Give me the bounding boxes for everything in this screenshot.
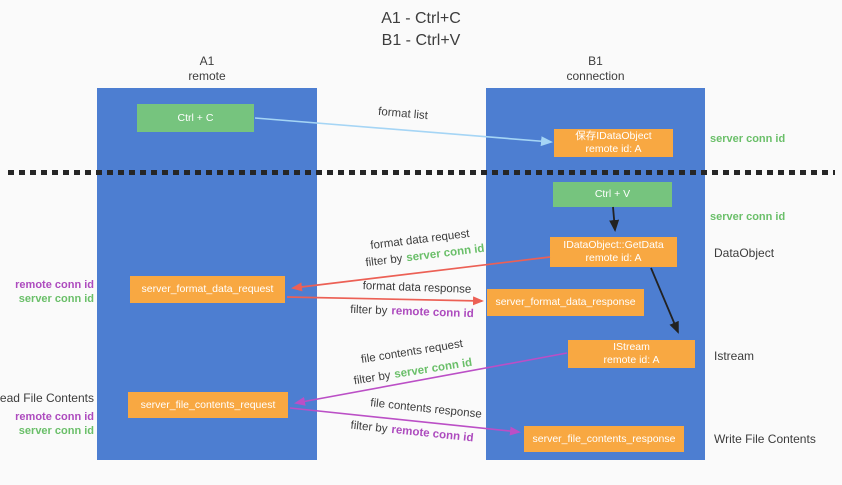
node-save-idataobject-line1: 保存IDataObject: [575, 130, 652, 142]
lane-a1-subtitle: remote: [188, 69, 226, 83]
label-format-list: format list: [377, 105, 429, 123]
label-server-conn-id-right-mid: server conn id: [710, 211, 786, 223]
label-server-conn-id-left-1: server conn id: [18, 293, 94, 305]
server-conn-id-text: server conn id: [393, 356, 474, 381]
lane-header-a1: A1 remote: [97, 54, 317, 84]
node-istream-line2: remote id: A: [603, 354, 660, 366]
filter-by-text: filter by: [349, 419, 389, 436]
node-server-format-data-response: server_format_data_response: [487, 289, 644, 316]
lane-a1-name: A1: [199, 54, 215, 68]
filter-by-text: filter by: [352, 369, 392, 388]
node-save-idataobject: 保存IDataObject remote id: A: [554, 129, 673, 157]
dotted-divider: [8, 170, 835, 175]
label-istream: Istream: [714, 349, 755, 363]
node-server-file-contents-request: server_file_contents_request: [128, 392, 288, 418]
node-server-format-data-request: server_format_data_request: [130, 276, 285, 303]
label-remote-conn-id-left-1: remote conn id: [15, 279, 94, 291]
label-file-contents-response: file contents response: [369, 397, 483, 421]
node-getdata-line2: remote id: A: [585, 252, 642, 264]
node-ctrl-v-label: Ctrl + V: [594, 188, 631, 200]
node-format-response-label: server_format_data_response: [495, 296, 636, 308]
label-server-conn-id-right-top: server conn id: [710, 133, 786, 145]
title-line-1: A1 - Ctrl+C: [381, 10, 461, 27]
filter-by-text: filter by: [350, 303, 388, 318]
label-dataobject: DataObject: [714, 246, 775, 260]
lane-b1-name: B1: [588, 54, 603, 68]
label-server-conn-id-left-2: server conn id: [18, 425, 94, 437]
node-ctrl-c-label: Ctrl + C: [177, 111, 214, 124]
filter-by-text: filter by: [364, 252, 404, 270]
title-line-2: B1 - Ctrl+V: [381, 32, 461, 49]
label-format-data-response: format data response: [362, 280, 472, 296]
node-istream: IStream remote id: A: [568, 340, 695, 368]
node-format-request-label: server_format_data_request: [141, 283, 274, 295]
node-istream-line1: IStream: [613, 341, 650, 353]
node-getdata-line1: IDataObject::GetData: [563, 239, 664, 251]
label-read-file-contents: Read File Contents: [0, 391, 94, 405]
node-file-response-label: server_file_contents_response: [532, 432, 676, 445]
node-save-idataobject-line2: remote id: A: [585, 143, 642, 155]
label-write-file-contents: Write File Contents: [714, 432, 816, 446]
label-remote-conn-id-left-2: remote conn id: [15, 411, 94, 423]
node-file-request-label: server_file_contents_request: [140, 398, 276, 411]
node-server-file-contents-response: server_file_contents_response: [524, 426, 684, 452]
lane-b1-subtitle: connection: [566, 69, 625, 83]
node-idataobject-getdata: IDataObject::GetData remote id: A: [550, 237, 677, 267]
diagram-title: A1 - Ctrl+C B1 - Ctrl+V: [0, 8, 842, 52]
remote-conn-id-text: remote conn id: [390, 423, 475, 445]
remote-conn-id-text: remote conn id: [391, 305, 474, 321]
node-ctrl-c: Ctrl + C: [137, 104, 254, 132]
lane-header-b1: B1 connection: [486, 54, 705, 84]
node-ctrl-v: Ctrl + V: [553, 182, 672, 207]
